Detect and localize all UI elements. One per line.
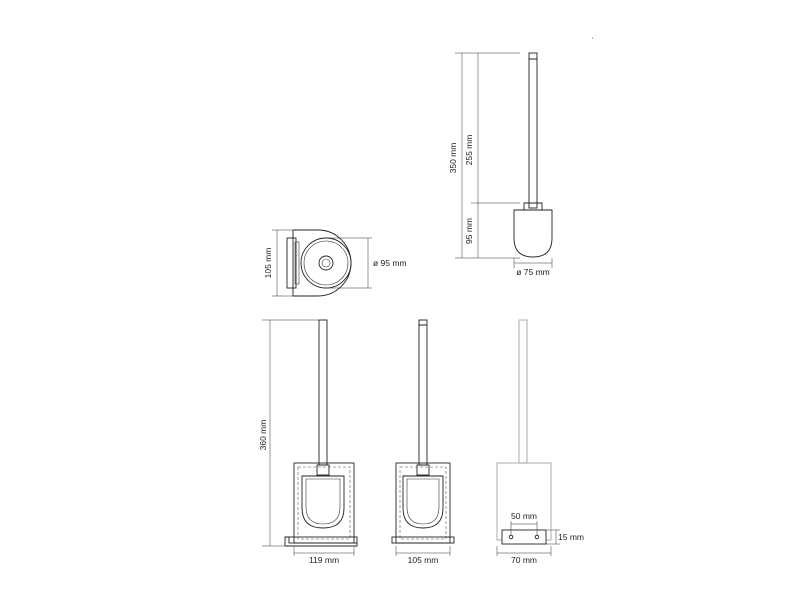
side-view bbox=[284, 319, 358, 547]
front-width-label: 105 mm bbox=[408, 555, 439, 565]
side-view-wall-bracket bbox=[284, 536, 358, 547]
top-view-depth-label: 105 mm bbox=[263, 248, 273, 279]
back-view-mount-plate bbox=[501, 529, 547, 545]
top-view-diameter-label: ø 95 mm bbox=[373, 258, 407, 268]
back-view bbox=[496, 319, 552, 545]
side-width-label: 119 mm bbox=[309, 555, 339, 565]
brush-handle-tip bbox=[528, 52, 538, 60]
side-view-handle bbox=[318, 319, 328, 466]
total-brush-height-label: 350 mm bbox=[448, 143, 458, 174]
top-view-rim-circle bbox=[300, 237, 352, 289]
mount-spacing-label: 50 mm bbox=[511, 511, 537, 521]
side-view-brush-head bbox=[301, 475, 345, 529]
total-height-label: 360 mm bbox=[258, 420, 268, 451]
top-view-dimensions: 105 mm ø 95 mm bbox=[263, 229, 407, 297]
mount-height-label: 15 mm bbox=[558, 532, 584, 542]
brush-head-diameter-label: ø 75 mm bbox=[516, 267, 550, 277]
brush-head bbox=[513, 209, 553, 258]
back-view-handle bbox=[518, 319, 528, 464]
back-view-dimensions: 50 mm 15 mm 70 mm bbox=[496, 511, 584, 565]
svg-text:': ' bbox=[592, 38, 593, 44]
brush-view bbox=[513, 52, 553, 258]
back-view-holder bbox=[496, 462, 552, 541]
front-view-dimensions: 105 mm bbox=[395, 546, 451, 565]
front-view-handle bbox=[418, 324, 428, 466]
brush-handle bbox=[528, 58, 538, 209]
front-view-base bbox=[391, 536, 455, 544]
top-view-wall-plate bbox=[286, 237, 297, 289]
brush-dimensions: 255 mm 350 mm 95 mm ø 75 mm bbox=[448, 52, 553, 277]
brush-collar bbox=[523, 202, 543, 211]
top-view bbox=[286, 229, 352, 297]
back-view-screw-right bbox=[534, 534, 540, 540]
brush-length-label: 255 mm bbox=[464, 135, 474, 166]
back-view-screw-left bbox=[508, 534, 514, 540]
front-view-brush-head bbox=[402, 475, 444, 529]
side-view-base bbox=[288, 536, 358, 544]
top-view-handle-circle bbox=[318, 255, 334, 271]
back-width-label: 70 mm bbox=[511, 555, 537, 565]
brush-head-height-label: 95 mm bbox=[464, 218, 474, 244]
side-view-dimensions: 360 mm 119 mm bbox=[258, 319, 355, 565]
front-view bbox=[391, 319, 455, 544]
